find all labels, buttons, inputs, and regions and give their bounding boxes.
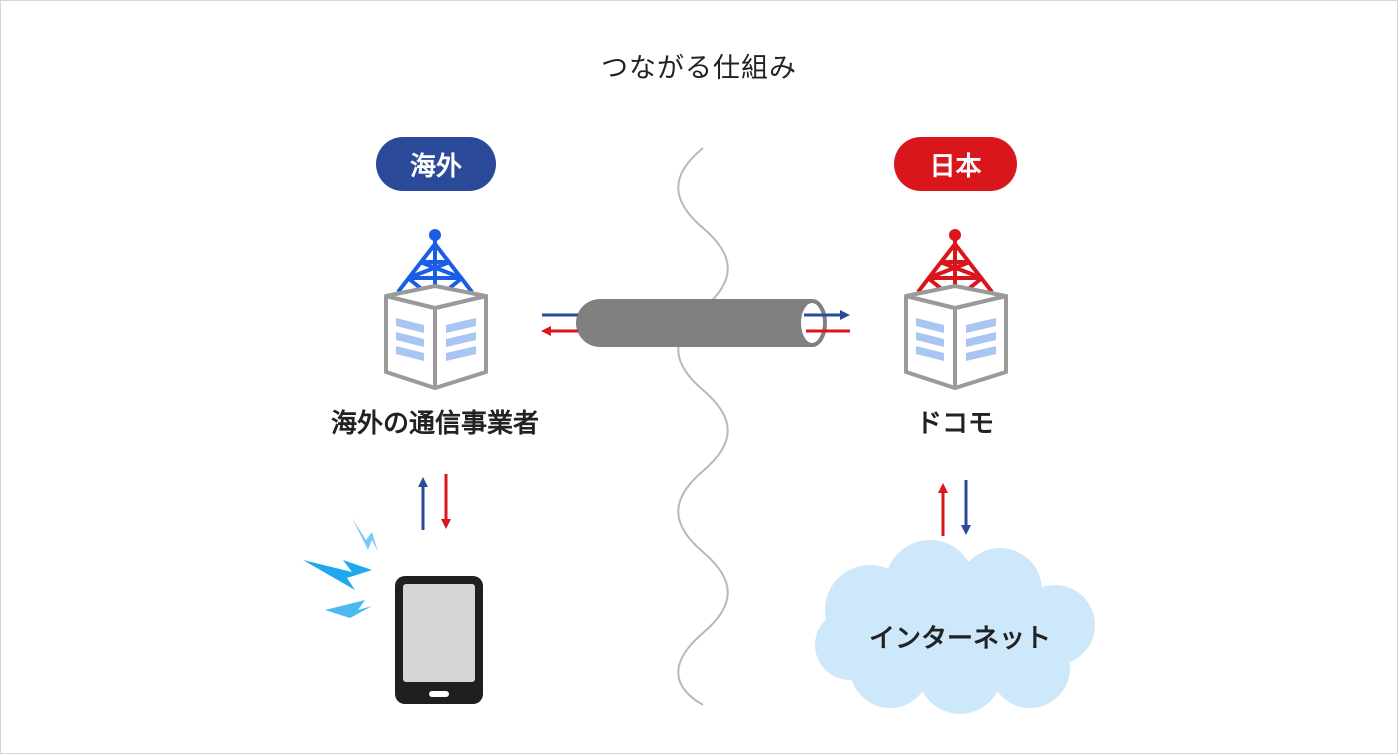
overseas-carrier-label: 海外の通信事業者 <box>330 409 539 439</box>
overseas-tower-building-icon <box>384 229 488 390</box>
internet-label: インターネット <box>868 624 1051 654</box>
cable-tube-icon <box>576 299 827 347</box>
lightning-signal-icon <box>303 518 378 618</box>
japan-badge: 日本 <box>894 137 1017 191</box>
wavy-divider-line <box>677 147 729 706</box>
japan-tower-building-icon <box>904 229 1008 390</box>
diagram-title: つながる仕組み <box>601 53 797 84</box>
overseas-badge: 海外 <box>376 137 496 191</box>
docomo-label: ドコモ <box>915 409 994 439</box>
cloud-icon <box>815 540 1095 714</box>
tablet-device-icon <box>395 576 483 704</box>
